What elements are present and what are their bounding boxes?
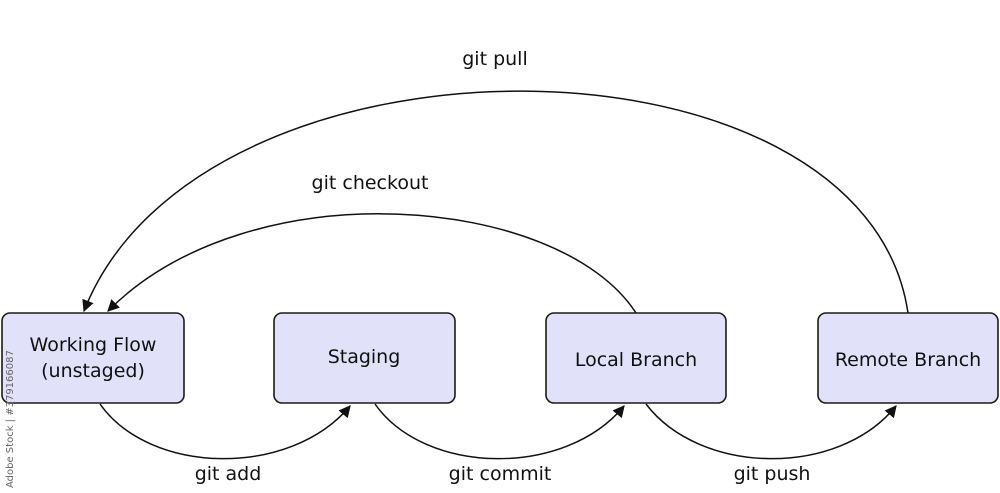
- edge-git-pull: [82, 90, 909, 314]
- edge-label-git-push: git push: [734, 463, 811, 485]
- node-remote-branch: Remote Branch: [817, 312, 999, 404]
- node-label: Local Branch: [575, 349, 697, 371]
- edge-git-push: [645, 403, 897, 460]
- edge-label-git-commit: git commit: [449, 463, 552, 485]
- edge-git-add: [99, 403, 351, 460]
- node-label: Remote Branch: [835, 349, 981, 371]
- node-label: Staging: [328, 346, 401, 368]
- edge-git-commit: [374, 403, 625, 460]
- node-staging: Staging: [273, 312, 456, 404]
- watermark: Adobe Stock | #379166087: [5, 350, 16, 488]
- node-label: (unstaged): [41, 360, 145, 382]
- edge-label-git-add: git add: [195, 463, 262, 485]
- node-label: Working Flow: [30, 334, 157, 356]
- edge-label-git-checkout: git checkout: [312, 172, 429, 194]
- node-working-flow: Working Flow (unstaged): [1, 312, 185, 404]
- edge-git-checkout: [107, 213, 637, 314]
- edge-label-git-pull: git pull: [462, 48, 528, 70]
- node-local-branch: Local Branch: [545, 312, 727, 404]
